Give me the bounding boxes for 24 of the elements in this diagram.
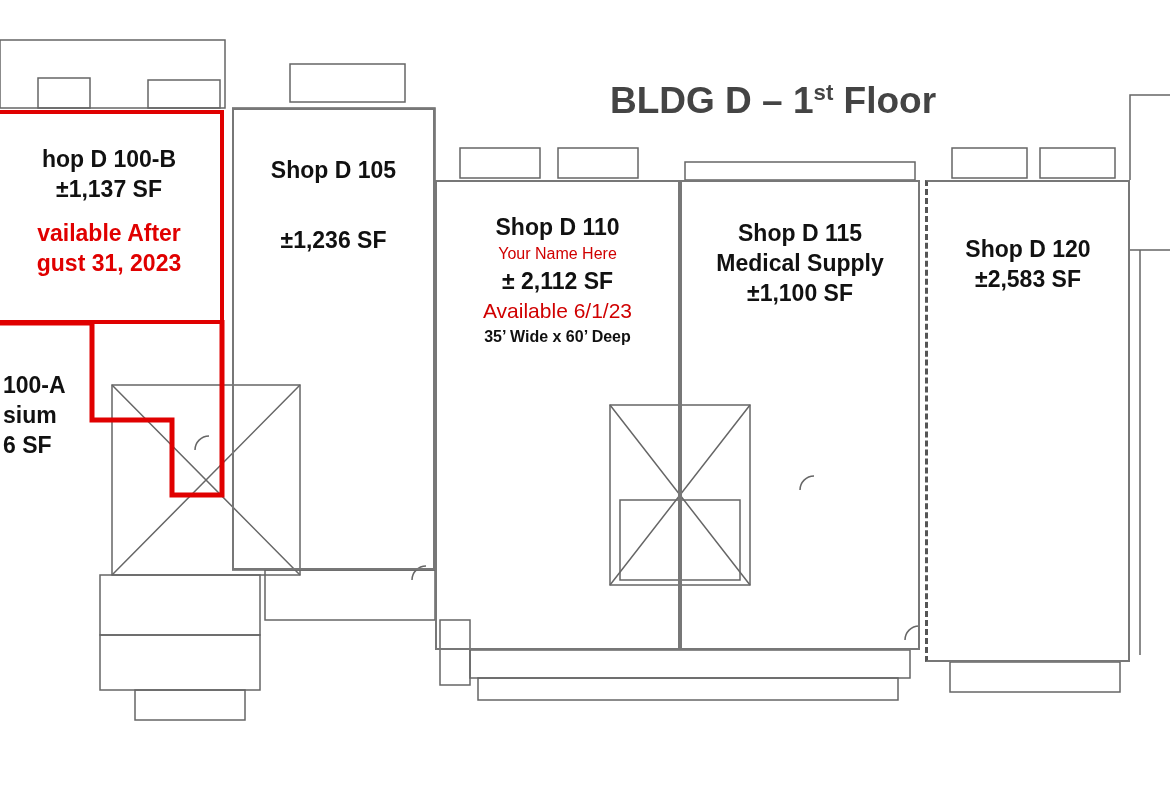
unit-title: Shop D 105 [270, 156, 397, 185]
unit-note: Your Name Here [498, 244, 617, 264]
shop-unit [0, 110, 224, 324]
unit-title: Shop D 115 [738, 219, 862, 248]
shop-unit [435, 180, 680, 650]
unit-note: vailable After gust 31, 2023 [35, 219, 183, 278]
shop-unit [680, 180, 920, 650]
floor-area: ± 2,112 SF [501, 266, 614, 296]
unit-title: Shop D 120 [965, 235, 1091, 264]
unit-title: 100-A [3, 371, 66, 400]
floor-area: ±2,583 SF [975, 264, 1081, 294]
shop-unit [232, 108, 435, 570]
floor-area: ±1,236 SF [280, 225, 387, 255]
unit-note: sium [3, 401, 57, 430]
floor-area: ±1,137 SF [56, 174, 162, 204]
unit-note: Available 6/1/23 [482, 298, 633, 324]
unit-note: Medical Supply [716, 249, 884, 278]
unit-note: 35’ Wide x 60’ Deep [484, 327, 631, 347]
title: BLDG D – 1$^{st}$ Floor [610, 80, 937, 123]
unit-note: 6 SF [3, 431, 52, 460]
floor-area: ±1,100 SF [747, 278, 853, 308]
unit-title: hop D 100-B [41, 145, 177, 174]
shop-unit [925, 180, 1130, 662]
unit-title: Shop D 110 [495, 213, 620, 242]
